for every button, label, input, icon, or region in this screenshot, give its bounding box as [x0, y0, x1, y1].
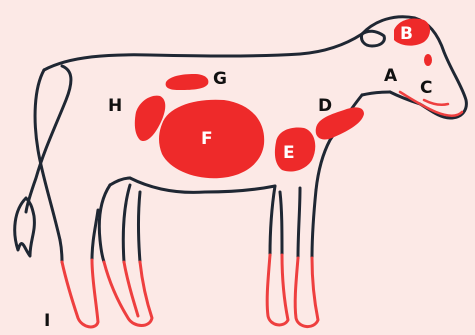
- label-b: B: [400, 24, 413, 44]
- label-i: I: [44, 311, 50, 331]
- flank-line: [110, 178, 130, 185]
- label-g: G: [213, 69, 227, 89]
- hooves: [62, 255, 318, 327]
- hind-leg-inner: [92, 210, 98, 260]
- hoof-hind-right: [104, 262, 152, 326]
- hoof-hind-mid: [124, 262, 138, 316]
- hoof-fore-right: [295, 258, 318, 327]
- hind-leg-outer: [60, 240, 62, 262]
- hind-leg-back: [99, 185, 110, 262]
- label-a: A: [384, 66, 398, 86]
- hind-leg-front: [123, 185, 130, 262]
- fore-leg-back: [270, 186, 275, 255]
- jaw-line: [362, 92, 390, 95]
- ear: [361, 31, 384, 46]
- hoof-hind-left: [62, 260, 98, 327]
- spot-e: [275, 128, 315, 172]
- label-h: H: [108, 96, 122, 116]
- spot-c: [424, 54, 432, 66]
- hind-leg-front-2: [139, 192, 141, 262]
- label-f: F: [201, 129, 213, 149]
- fore-leg-front: [298, 188, 300, 258]
- rump-line: [35, 70, 60, 240]
- belly-line: [130, 178, 275, 192]
- mouth-line: [424, 100, 448, 105]
- label-c: C: [420, 78, 432, 98]
- fore-leg-front-2: [312, 190, 316, 258]
- label-d: D: [318, 96, 332, 116]
- spot-g: [166, 74, 209, 90]
- fore-leg-back-2: [280, 192, 282, 255]
- tail-tuft: [15, 198, 35, 256]
- hoof-fore-left: [267, 255, 288, 325]
- back-line: [44, 34, 362, 70]
- label-e: E: [283, 143, 295, 163]
